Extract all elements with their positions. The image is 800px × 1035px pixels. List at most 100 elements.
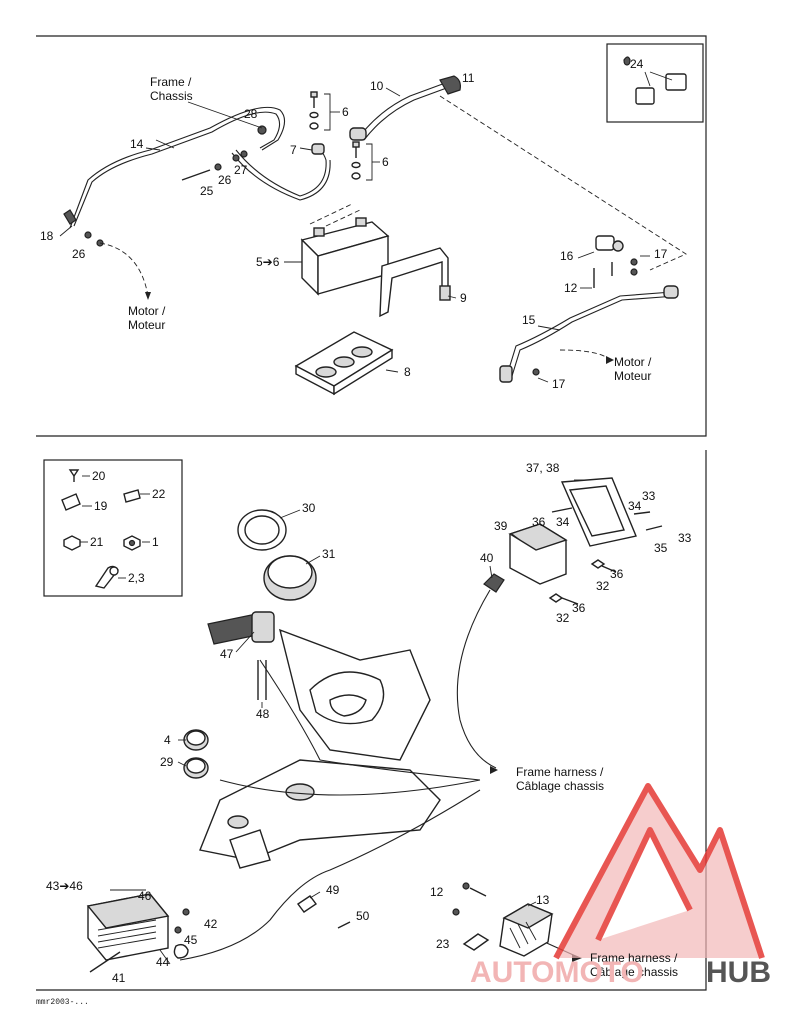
label-19: 19	[94, 499, 108, 513]
top-leaders	[59, 87, 650, 383]
headlamp-housing-37-38	[560, 477, 637, 547]
label-34a: 34	[628, 499, 642, 513]
label-35: 35	[654, 541, 668, 555]
label-16: 16	[560, 249, 574, 263]
label-31: 31	[322, 547, 336, 561]
label-20: 20	[92, 469, 106, 483]
label-33b: 33	[678, 531, 692, 545]
label-17b: 17	[552, 377, 566, 391]
connector-24	[623, 56, 687, 105]
label-32a: 32	[596, 579, 610, 593]
label-45: 45	[184, 933, 198, 947]
label-25: 25	[200, 184, 214, 198]
label-2-3: 2,3	[128, 571, 145, 585]
frame-chassis-line1: Frame /	[150, 75, 192, 89]
label-24: 24	[630, 57, 644, 71]
cable-15	[499, 285, 679, 383]
label-34b: 34	[556, 515, 570, 529]
label-46: 46	[138, 889, 152, 903]
solenoid-16	[439, 95, 687, 288]
label-14: 14	[130, 137, 144, 151]
label-1: 1	[152, 535, 159, 549]
label-42: 42	[204, 917, 218, 931]
battery-5	[300, 203, 390, 296]
motor-left-line2: Moteur	[128, 318, 165, 332]
bottom-leaders	[80, 475, 586, 965]
part-numbers: 24 11 10 28 6 14 7 27 26 25 6 18 26 5➔6 …	[40, 57, 692, 985]
label-48: 48	[256, 707, 270, 721]
top-panel	[36, 35, 707, 437]
label-9: 9	[460, 291, 467, 305]
headlamp-39	[508, 523, 568, 585]
hardware-6	[309, 91, 373, 181]
label-18: 18	[40, 229, 54, 243]
label-33a: 33	[642, 489, 656, 503]
inset-fasteners-box	[43, 459, 183, 597]
label-12a: 12	[564, 281, 578, 295]
harness-wires	[179, 589, 582, 962]
label-7: 7	[290, 143, 297, 157]
frame-harness-mid-line1: Frame harness /	[516, 765, 604, 779]
switch-4	[183, 729, 209, 751]
label-43-46: 43➔46	[46, 879, 83, 893]
watermark-text-automoto: AUTOMOTO	[470, 956, 644, 989]
label-5-6: 5➔6	[256, 255, 280, 269]
watermark-wordmark: AUTOMOTO HUB	[470, 956, 771, 989]
regulator-43-46	[86, 893, 190, 973]
strap-9	[379, 247, 451, 318]
motor-right-line1: Motor /	[614, 355, 652, 369]
module-13	[452, 882, 554, 957]
label-23: 23	[436, 937, 450, 951]
console-body	[199, 628, 441, 869]
ring-30	[237, 509, 287, 551]
switch-29	[183, 757, 209, 779]
label-47: 47	[220, 647, 234, 661]
label-10: 10	[370, 79, 384, 93]
label-28: 28	[244, 107, 258, 121]
label-36c: 36	[572, 601, 586, 615]
watermark-text-hub: HUB	[706, 956, 771, 989]
label-15: 15	[522, 313, 536, 327]
label-6a: 6	[342, 105, 349, 119]
label-32b: 32	[556, 611, 570, 625]
cable-7	[181, 125, 331, 201]
label-40: 40	[480, 551, 494, 565]
label-36a: 36	[532, 515, 546, 529]
bottom-panel-frame	[36, 450, 707, 991]
label-41: 41	[112, 971, 126, 985]
bulb-40	[483, 573, 505, 593]
label-50: 50	[356, 909, 370, 923]
label-29: 29	[160, 755, 174, 769]
label-26a: 26	[72, 247, 86, 261]
watermark-logo	[553, 783, 765, 960]
bottom-panel	[36, 450, 707, 991]
clip-22	[123, 489, 141, 503]
tray-8	[294, 331, 394, 396]
grip-47	[207, 611, 275, 700]
motor-right-line2: Moteur	[614, 369, 651, 383]
screws-32-36	[548, 507, 663, 605]
label-22: 22	[152, 487, 166, 501]
tie-2-3	[94, 565, 119, 589]
label-17a: 17	[654, 247, 668, 261]
label-36b: 36	[610, 567, 624, 581]
label-8: 8	[404, 365, 411, 379]
label-4: 4	[164, 733, 171, 747]
fastener-20	[68, 469, 80, 482]
cable-14	[63, 106, 286, 300]
label-30: 30	[302, 501, 316, 515]
drawing-code: mmr2003-...	[36, 998, 89, 1007]
label-39: 39	[494, 519, 508, 533]
frame-harness-bottom-line2: Câblage chassis	[590, 965, 678, 979]
label-44: 44	[156, 955, 170, 969]
label-49: 49	[326, 883, 340, 897]
motor-left-line1: Motor /	[128, 304, 166, 318]
clamp-49	[296, 895, 351, 929]
clip-19	[61, 493, 81, 511]
nut-1	[123, 535, 141, 551]
label-21: 21	[90, 535, 104, 549]
label-11: 11	[462, 71, 475, 85]
callout-text: Frame / Chassis Motor / Moteur Motor / M…	[128, 75, 678, 979]
nut-21	[63, 535, 81, 551]
